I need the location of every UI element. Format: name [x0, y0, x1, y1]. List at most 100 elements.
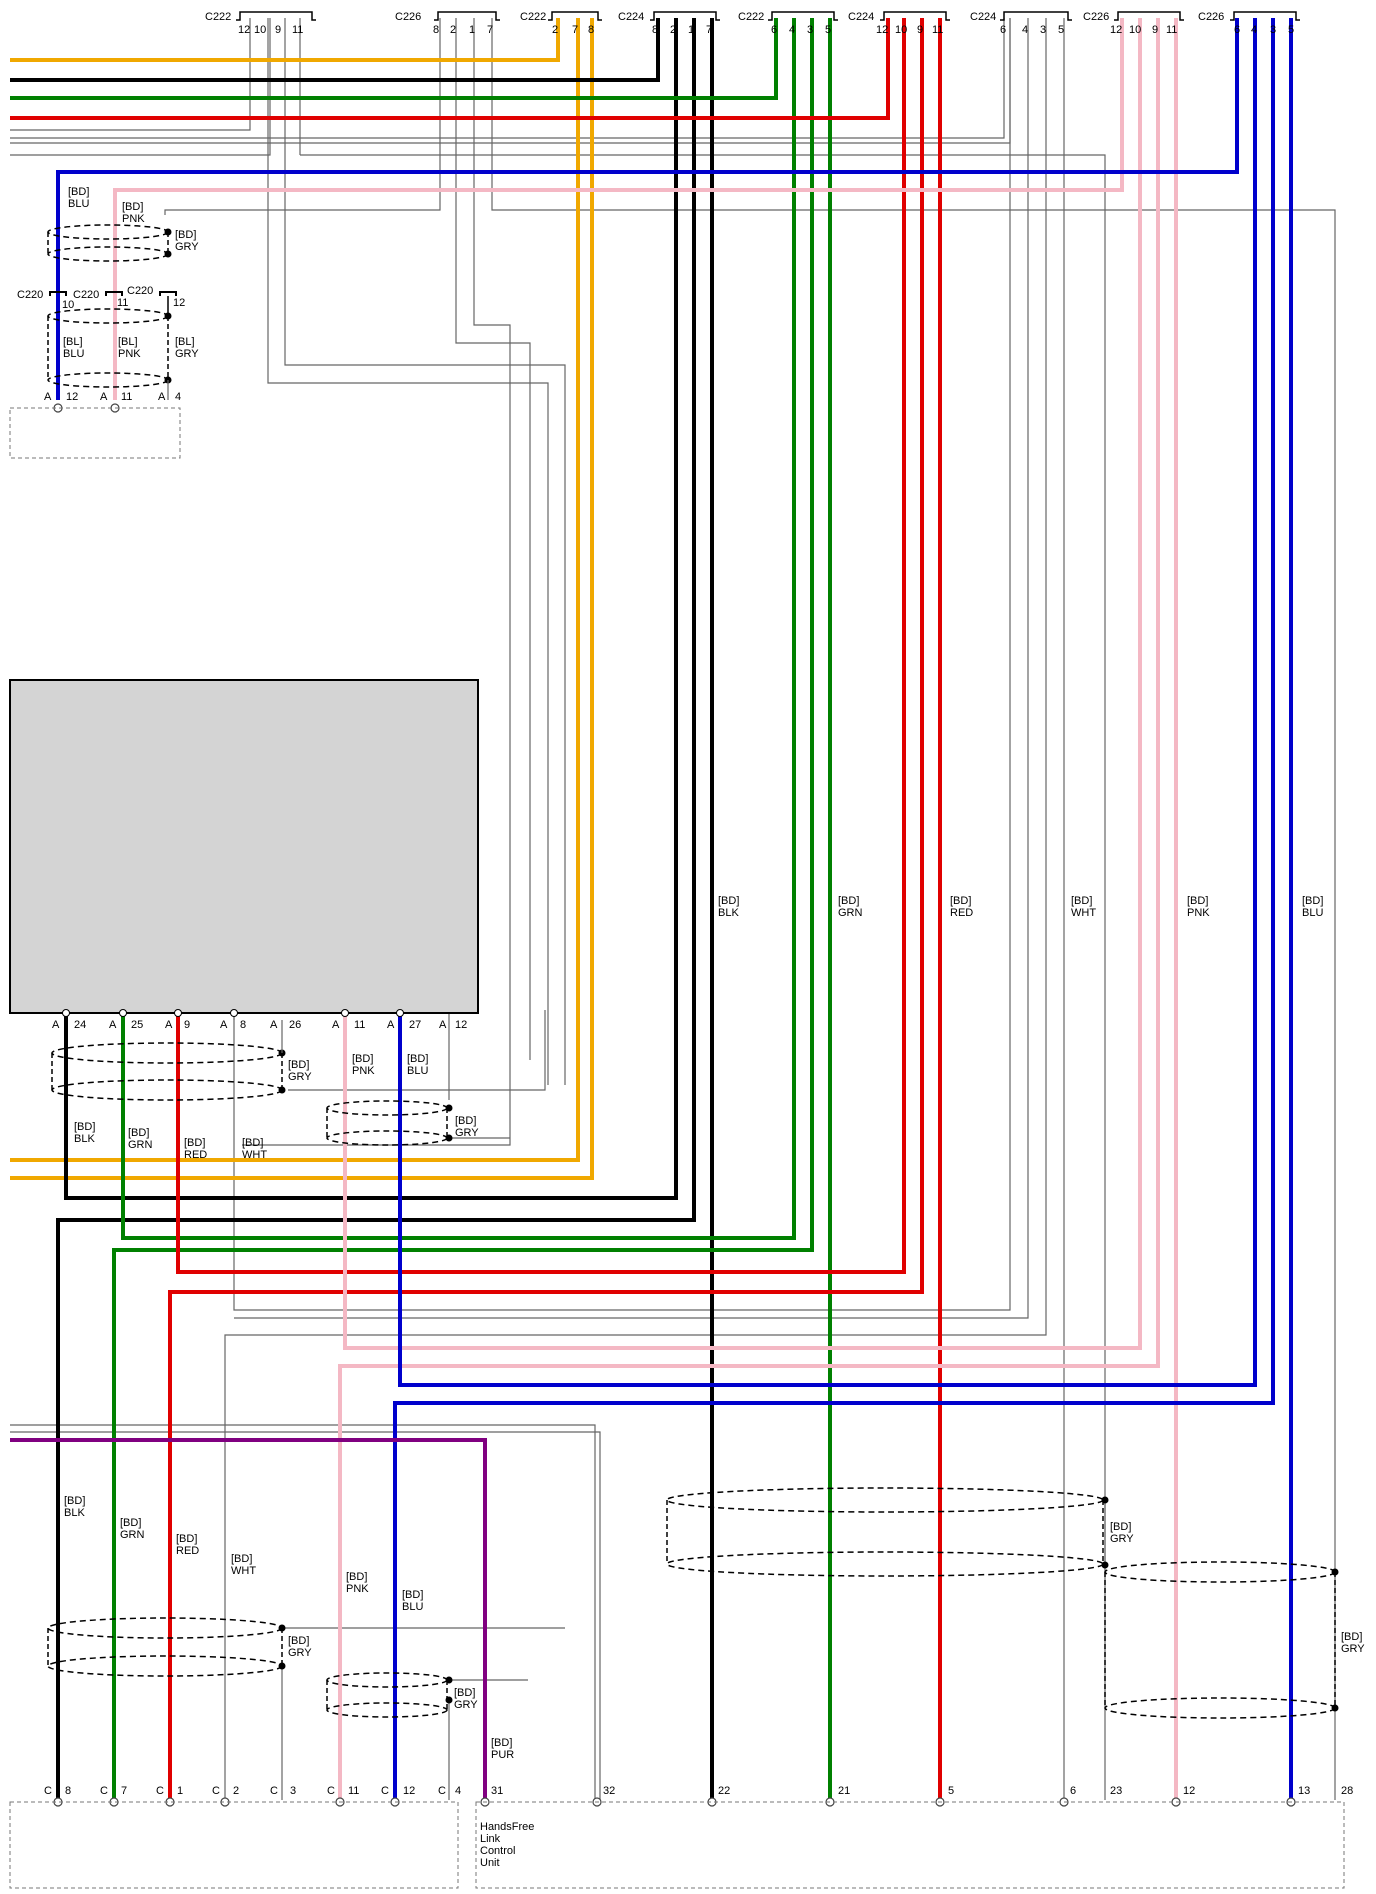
gray-control-module: A 24 A 25 A 9 A 8 A 26 A 11 A 27 A 12: [9, 679, 479, 1031]
pin-label: 25: [131, 1019, 143, 1031]
pin-label: 10: [1129, 24, 1141, 36]
connector-c222-c: C222 6 4 3 5: [738, 11, 838, 36]
thin-wire: [10, 18, 271, 156]
thin-wire: [10, 18, 251, 131]
thin-wire: [10, 18, 1005, 139]
pnk-wire: [338, 18, 1160, 1800]
pin-label: 6: [1070, 1785, 1076, 1797]
wire-label: [BL]: [118, 336, 138, 348]
pin-label: 12: [238, 24, 250, 36]
wire-label: RED: [950, 907, 973, 919]
wire-label: [BD]: [346, 1571, 367, 1583]
wire-label: [BD]: [950, 895, 971, 907]
org-wire: [10, 18, 560, 62]
connector-c224-b: C224 12 10 9 11: [848, 11, 950, 36]
wire-label: PNK: [352, 1065, 375, 1077]
shield-ellipse: [326, 1702, 448, 1718]
pin-label: 6: [1000, 24, 1006, 36]
wire-label: [BD]: [128, 1127, 149, 1139]
pin-label: 22: [718, 1785, 730, 1797]
hands-free-link-control-unit: 31 32 22 21 5 6 23 12 13 28 HandsFree Li…: [475, 1785, 1353, 1889]
connector-label: C226: [1083, 11, 1109, 23]
connector-label: C220: [17, 289, 43, 301]
connector-label: C222: [738, 11, 764, 23]
wire-label: BLU: [402, 1601, 423, 1613]
pin-label: 10: [62, 299, 74, 311]
connector-c222-b: C222 2 7 8: [520, 11, 602, 36]
pin-label: 10: [895, 24, 907, 36]
thin-wire: [233, 18, 1011, 1311]
pin-label: 9: [1152, 24, 1158, 36]
wire-label: RED: [176, 1545, 199, 1557]
wire-label: [BD]: [838, 895, 859, 907]
shield-ellipse: [51, 1079, 283, 1101]
pin-label: 9: [275, 24, 281, 36]
component-name: Unit: [480, 1857, 500, 1869]
connector-label: C224: [970, 11, 996, 23]
pin-side: C: [212, 1785, 220, 1797]
pin-label: 12: [876, 24, 888, 36]
wire-label: BLK: [64, 1507, 85, 1519]
pin-side: C: [327, 1785, 335, 1797]
pin-side: A: [44, 391, 52, 403]
wire-label: [BD]: [1341, 1631, 1362, 1643]
pin-label: 12: [66, 391, 78, 403]
pin-label: 3: [290, 1785, 296, 1797]
pin-side: A: [165, 1019, 173, 1031]
bottom-left-connector: C 8 C 7 C 1 C 2 C 3 C 11 C 12 C 4: [9, 1785, 461, 1889]
org-wire: [10, 18, 580, 1162]
pin-side: A: [332, 1019, 340, 1031]
wire-label: BLU: [407, 1065, 428, 1077]
thin-wire: [234, 18, 1029, 1319]
pnk-wire: [113, 18, 1124, 400]
wire-label: [BD]: [68, 186, 89, 198]
connector-label: C226: [1198, 11, 1224, 23]
pin-label: 12: [1110, 24, 1122, 36]
pin-label: 26: [289, 1019, 301, 1031]
pin-label: 8: [652, 24, 658, 36]
shield-ellipse: [47, 1655, 283, 1677]
pin-label: 31: [491, 1785, 503, 1797]
blk-wire: [56, 18, 696, 1800]
pin-label: 10: [254, 24, 266, 36]
wire-label: [BD]: [1071, 895, 1092, 907]
blu-wire: [393, 18, 1275, 1800]
thin-wire: [455, 18, 531, 1060]
wire-label: [BD]: [402, 1589, 423, 1601]
connector-c226-a: C226 8 2 1 7: [395, 11, 500, 36]
wire-label: [BD]: [718, 895, 739, 907]
pin-label: 7: [706, 24, 712, 36]
wire-label: [BD]: [122, 201, 143, 213]
wire-label: RED: [184, 1149, 207, 1161]
wire-label: [BD]: [352, 1053, 373, 1065]
shield-ellipse: [51, 1042, 283, 1064]
component-name: HandsFree: [480, 1821, 534, 1833]
shield-ellipse: [1104, 1697, 1336, 1719]
pin-label: 4: [455, 1785, 461, 1797]
connector-c224-c: C224 6 4 3 5: [970, 11, 1072, 36]
pin-label: 24: [74, 1019, 86, 1031]
wire-label: [BD]: [455, 1115, 476, 1127]
wire-label: GRY: [175, 348, 199, 360]
wire-label: [BD]: [454, 1687, 475, 1699]
connector-c226-c: C226 6 4 3 5: [1198, 11, 1300, 36]
pin-side: C: [270, 1785, 278, 1797]
connector-label: C220: [73, 289, 99, 301]
pin-side: A: [52, 1019, 60, 1031]
wire-label: GRY: [1110, 1533, 1134, 1545]
pin-label: 27: [409, 1019, 421, 1031]
wire-label: WHT: [231, 1565, 256, 1577]
shield-ellipse: [47, 246, 169, 262]
connector-label: C224: [848, 11, 874, 23]
right-wire-labels: [BD] BLK [BD] GRN [BD] RED [BD] WHT [BD]…: [718, 895, 1323, 919]
module-body: [9, 679, 479, 1014]
pin-label: 11: [348, 1785, 359, 1797]
pin-label: 1: [688, 24, 694, 36]
component-name: Control: [480, 1845, 515, 1857]
blu-wire: [56, 18, 1239, 400]
pin-label: 5: [1288, 24, 1294, 36]
pin-label: 23: [1110, 1785, 1122, 1797]
thin-wire: [267, 18, 549, 1085]
pin-label: 4: [789, 24, 795, 36]
